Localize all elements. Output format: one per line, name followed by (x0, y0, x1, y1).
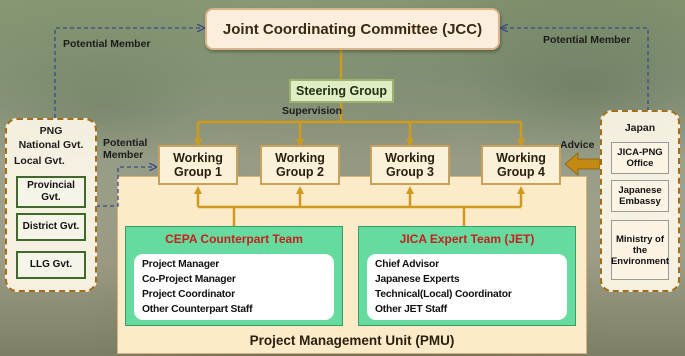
jcc-box: Joint Coordinating Committee (JCC) (205, 8, 500, 50)
working-group-3: Working Group 3 (370, 145, 450, 185)
working-group-1: Working Group 1 (158, 145, 238, 185)
provincial-govt-box: Provincial Gvt. (16, 176, 86, 208)
cepa-member: Project Manager (142, 259, 220, 270)
jica-png-office-box: JICA-PNG Office (611, 142, 669, 174)
steering-group-box: Steering Group (289, 79, 394, 103)
potential-member-left-label: Potential Member (63, 38, 151, 50)
png-title: PNG (39, 125, 63, 137)
japanese-embassy-box: Japanese Embassy (611, 180, 669, 212)
jica-member: Chief Advisor (375, 259, 439, 270)
working-group-3-line1: Working (385, 151, 435, 165)
working-group-1-line2: Group 1 (174, 165, 222, 179)
district-govt-box: District Gvt. (16, 213, 86, 241)
working-group-3-line2: Group 3 (386, 165, 434, 179)
cepa-member: Other Counterpart Staff (142, 304, 253, 315)
working-group-1-line1: Working (173, 151, 223, 165)
jica-team-title: JICA Expert Team (JET) (399, 232, 535, 246)
jica-team-members: Chief Advisor Japanese Experts Technical… (367, 254, 567, 320)
png-to-jcc-dashed-arrow (54, 28, 203, 118)
working-group-4-line1: Working (496, 151, 546, 165)
japan-to-jcc-dashed-arrow (502, 28, 649, 118)
working-group-2: Working Group 2 (260, 145, 340, 185)
working-group-2-line1: Working (275, 151, 325, 165)
jica-team-box: JICA Expert Team (JET) Chief Advisor Jap… (358, 226, 576, 326)
png-national-label: National Gvt. (18, 139, 84, 151)
potential-member-right-label: Potential Member (543, 34, 631, 46)
jica-member: Japanese Experts (375, 274, 460, 285)
ministry-environment-box: Ministry of the Environment (611, 220, 669, 280)
advice-arrow (564, 152, 601, 176)
png-local-label: Local Gvt. (14, 155, 65, 167)
working-group-4: Working Group 4 (481, 145, 561, 185)
pmu-title: Project Management Unit (PMU) (249, 333, 455, 348)
cepa-member: Co-Project Manager (142, 274, 236, 285)
jica-member: Technical(Local) Coordinator (375, 289, 512, 300)
potential-member-mid-label: Potential Member (103, 137, 148, 161)
japan-title: Japan (624, 122, 656, 134)
llg-govt-box: LLG Gvt. (16, 251, 86, 279)
supervision-label: Supervision (282, 105, 343, 117)
working-group-4-line2: Group 4 (497, 165, 545, 179)
local-to-wg1-dashed-arrow (96, 167, 155, 207)
advice-label: Advice (560, 139, 595, 151)
cepa-team-members: Project Manager Co-Project Manager Proje… (134, 254, 334, 320)
cepa-team-title: CEPA Counterpart Team (165, 232, 303, 246)
jica-member: Other JET Staff (375, 304, 447, 315)
cepa-team-box: CEPA Counterpart Team Project Manager Co… (125, 226, 343, 326)
cepa-member: Project Coordinator (142, 289, 235, 300)
working-group-2-line2: Group 2 (276, 165, 324, 179)
